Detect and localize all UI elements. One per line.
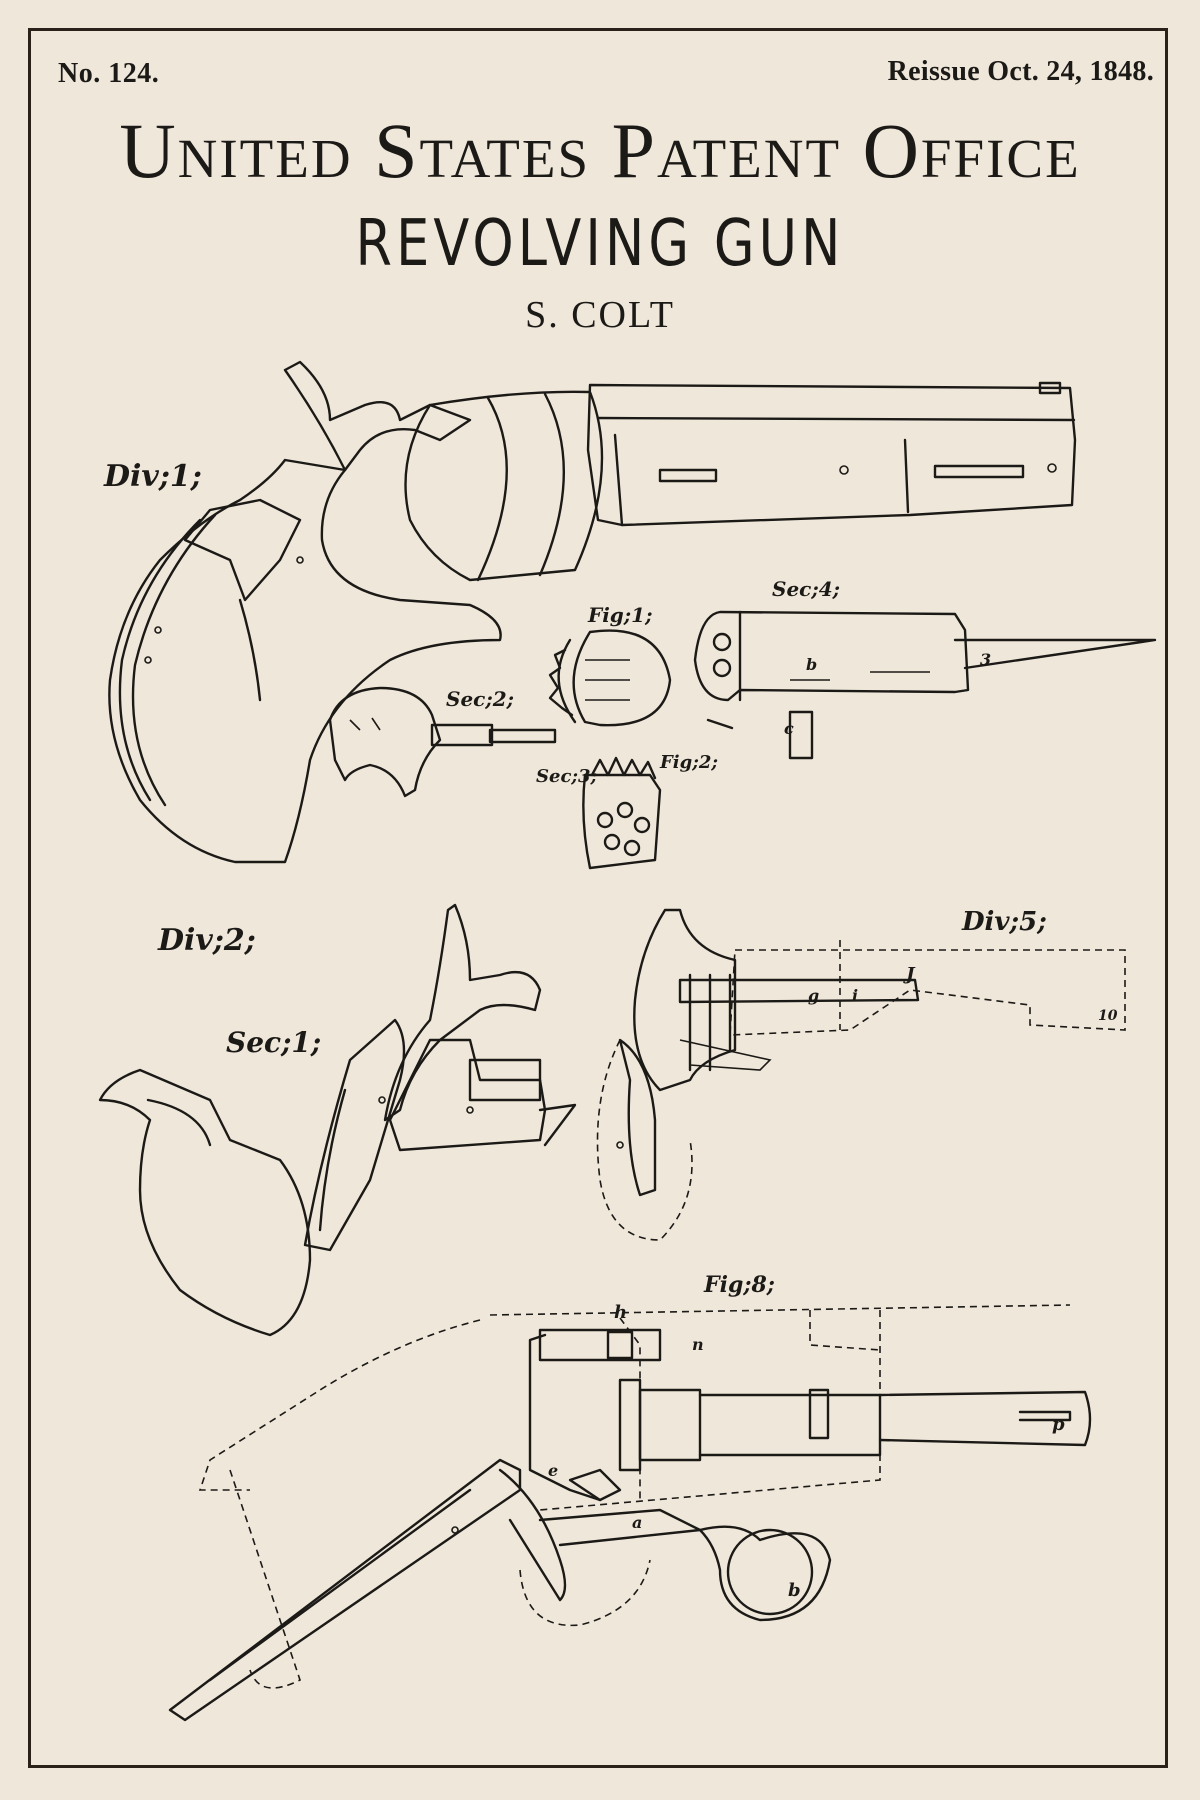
part-letter-i: i bbox=[852, 986, 858, 1005]
part-letter-p: p bbox=[1052, 1414, 1065, 1435]
revolver-assembled-drawing bbox=[108, 360, 1077, 864]
part-letter-e: e bbox=[548, 1461, 558, 1480]
reissue-date: Reissue Oct. 24, 1848. bbox=[887, 56, 1154, 87]
part-letter-b: b bbox=[806, 655, 817, 674]
label-sec-2: Sec;2; bbox=[446, 687, 514, 711]
office-heading: United States Patent Office bbox=[119, 107, 1081, 194]
part-letter-a: a bbox=[632, 1513, 642, 1532]
part-letter-n: n bbox=[692, 1335, 704, 1354]
part-letter-3: 3 bbox=[980, 650, 991, 669]
label-sec-1: Sec;1; bbox=[226, 1026, 321, 1059]
label-fig-1: Fig;1; bbox=[587, 603, 652, 627]
label-div-5: Div;5; bbox=[961, 907, 1047, 937]
label-sec-4: Sec;4; bbox=[772, 577, 840, 601]
label-sec-3: Sec;3; bbox=[536, 766, 597, 787]
page-border bbox=[28, 28, 1168, 1768]
part-letter-g: g bbox=[808, 986, 819, 1005]
label-div-2: Div;2; bbox=[157, 923, 256, 958]
mechanism-section-drawing bbox=[596, 908, 1126, 1241]
lock-frame-drawing bbox=[98, 903, 577, 1337]
label-fig-2: Fig;2; bbox=[659, 752, 718, 773]
part-letter-c: c bbox=[784, 719, 794, 738]
trigger-arbor-drawing bbox=[328, 686, 557, 798]
part-letter-10: 10 bbox=[1098, 1008, 1118, 1024]
inventor-name: S. COLT bbox=[525, 294, 675, 336]
long-gun-action-drawing bbox=[168, 1304, 1092, 1722]
label-fig-8: Fig;8; bbox=[703, 1272, 775, 1298]
label-div-1: Div;1; bbox=[103, 459, 202, 494]
part-letter-b-fig8: b bbox=[788, 1580, 801, 1601]
part-letter-j: J bbox=[903, 964, 916, 985]
patent-number: No. 124. bbox=[58, 58, 160, 89]
cylinder-drawing bbox=[582, 756, 662, 870]
patent-title: REVOLVING GUN bbox=[355, 207, 845, 281]
cylinder-end-view-drawing bbox=[548, 629, 672, 727]
part-letter-h: h bbox=[614, 1302, 627, 1323]
barrel-section-drawing bbox=[693, 610, 1157, 760]
